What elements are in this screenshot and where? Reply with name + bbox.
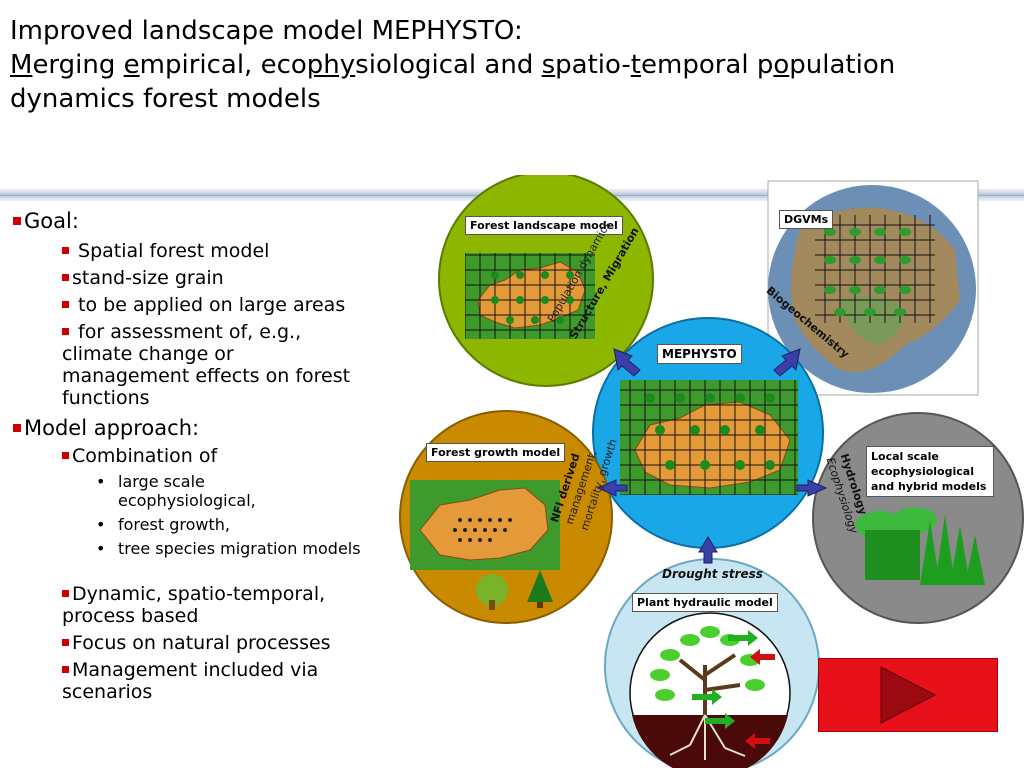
next-slide-button[interactable] — [818, 658, 998, 732]
label-forest-landscape-model: Forest landscape model — [465, 216, 623, 235]
label-mephysto: MEPHYSTO — [657, 344, 742, 364]
approach-item: Management included via scenarios — [62, 659, 319, 703]
bullet-goal: Goal: — [13, 209, 79, 233]
slide-title: Improved landscape model MEPHYSTO: Mergi… — [10, 14, 1010, 116]
title-line-2: Merging empirical, ecophysiological and … — [10, 50, 896, 80]
goal-item: for assessment of, e.g., climate change … — [62, 321, 351, 409]
bullet-square-icon — [62, 274, 69, 281]
forest-growth-model-circle — [399, 410, 613, 624]
approach-item: Focus on natural processes — [62, 632, 412, 654]
goal-item: to be applied on large areas — [62, 294, 412, 316]
combination-item: •large scale ecophysiological, — [96, 472, 256, 510]
label-plant-hydraulic-model: Plant hydraulic model — [632, 593, 778, 612]
bullet-square-icon — [62, 247, 69, 254]
approach-combination: Combination of — [62, 445, 412, 467]
label-dgvms: DGVMs — [779, 210, 834, 229]
title-line-1: Improved landscape model MEPHYSTO: — [10, 16, 523, 46]
bullet-square-icon — [62, 639, 69, 646]
goal-item: stand-size grain — [62, 267, 412, 289]
bullet-square-icon — [13, 217, 21, 225]
bullet-model-approach: Model approach: — [13, 416, 199, 440]
goal-item: Spatial forest model — [62, 240, 412, 262]
bullet-square-icon — [62, 301, 69, 308]
label-forest-growth-model: Forest growth model — [426, 443, 566, 462]
combination-item: •forest growth, — [96, 515, 230, 534]
connector-arrows — [596, 348, 828, 564]
approach-item: Dynamic, spatio-temporal, process based — [62, 583, 326, 627]
bullet-square-icon — [62, 328, 69, 335]
combination-item: •tree species migration models — [96, 539, 361, 558]
bullet-square-icon — [13, 424, 21, 432]
label-drought-stress: Drought stress — [662, 567, 763, 581]
model-diagram — [399, 175, 1024, 768]
bullet-square-icon — [62, 666, 69, 673]
bullet-square-icon — [62, 452, 69, 459]
label-local-scale-models: Local scale ecophysiological and hybrid … — [866, 446, 994, 497]
mephysto-hub-circle — [592, 317, 824, 549]
plant-hydraulic-model-circle — [604, 558, 820, 768]
bullet-square-icon — [62, 590, 69, 597]
dgvms-globe — [767, 180, 979, 396]
flow-arrows — [692, 630, 775, 749]
play-triangle-icon — [880, 666, 937, 724]
title-line-3: dynamics forest models — [10, 84, 321, 114]
